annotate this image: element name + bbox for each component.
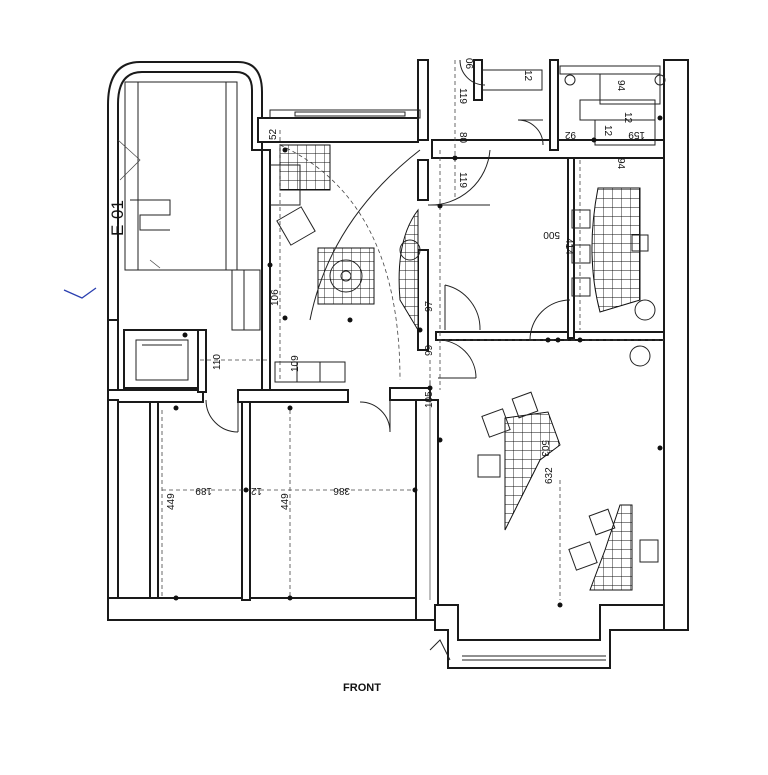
wc-block xyxy=(459,59,666,146)
dim-d503: 503 xyxy=(539,440,550,457)
front-label: FRONT xyxy=(343,682,381,694)
dim-d94b: 94 xyxy=(615,158,626,170)
entrance-hall xyxy=(205,109,421,433)
meeting-room xyxy=(427,149,656,341)
pen-checkmark-icon xyxy=(63,287,97,299)
dim-d449b: 449 xyxy=(280,493,291,510)
dim-d119a: 119 xyxy=(457,88,468,104)
dim-d12a: 12 xyxy=(522,70,533,82)
dim-d106: 106 xyxy=(270,289,281,306)
interior-walls xyxy=(197,59,665,601)
dimension-lines xyxy=(161,60,581,600)
reference-dots xyxy=(173,115,663,608)
dim-d105: 105 xyxy=(424,391,435,408)
dim-d189: 189 xyxy=(195,485,212,496)
dim-d12b: 12 xyxy=(622,112,633,124)
exterior-walls xyxy=(107,59,689,669)
dim-d109: 109 xyxy=(290,355,301,372)
dim-d99: 99 xyxy=(424,344,435,356)
dim-d52: 52 xyxy=(268,128,279,140)
dim-d92: 92 xyxy=(564,129,576,140)
open-office xyxy=(429,339,664,661)
level-label: E-01 xyxy=(108,200,127,236)
dim-d80: 80 xyxy=(457,132,468,144)
dim-d414: 414 xyxy=(563,238,574,255)
elevator xyxy=(123,329,199,389)
dim-d97: 97 xyxy=(424,300,435,312)
dim-d94a: 94 xyxy=(615,80,626,92)
dim-d632: 632 xyxy=(544,467,555,484)
dim-d12c: 12 xyxy=(602,125,613,137)
dimension-labels: 06 12 12 12 94 94 92 159 119 80 119 52 1… xyxy=(166,58,645,510)
dim-d119b: 119 xyxy=(457,172,468,188)
dim-d449a: 449 xyxy=(166,493,177,510)
dim-d386: 386 xyxy=(333,485,350,496)
dim-d12d: 12 xyxy=(250,485,262,496)
dim-d110: 110 xyxy=(212,354,223,370)
staircase xyxy=(117,81,261,331)
dim-d159: 159 xyxy=(628,129,645,140)
dim-d500: 500 xyxy=(543,229,560,240)
dim-d90: 06 xyxy=(463,58,474,70)
